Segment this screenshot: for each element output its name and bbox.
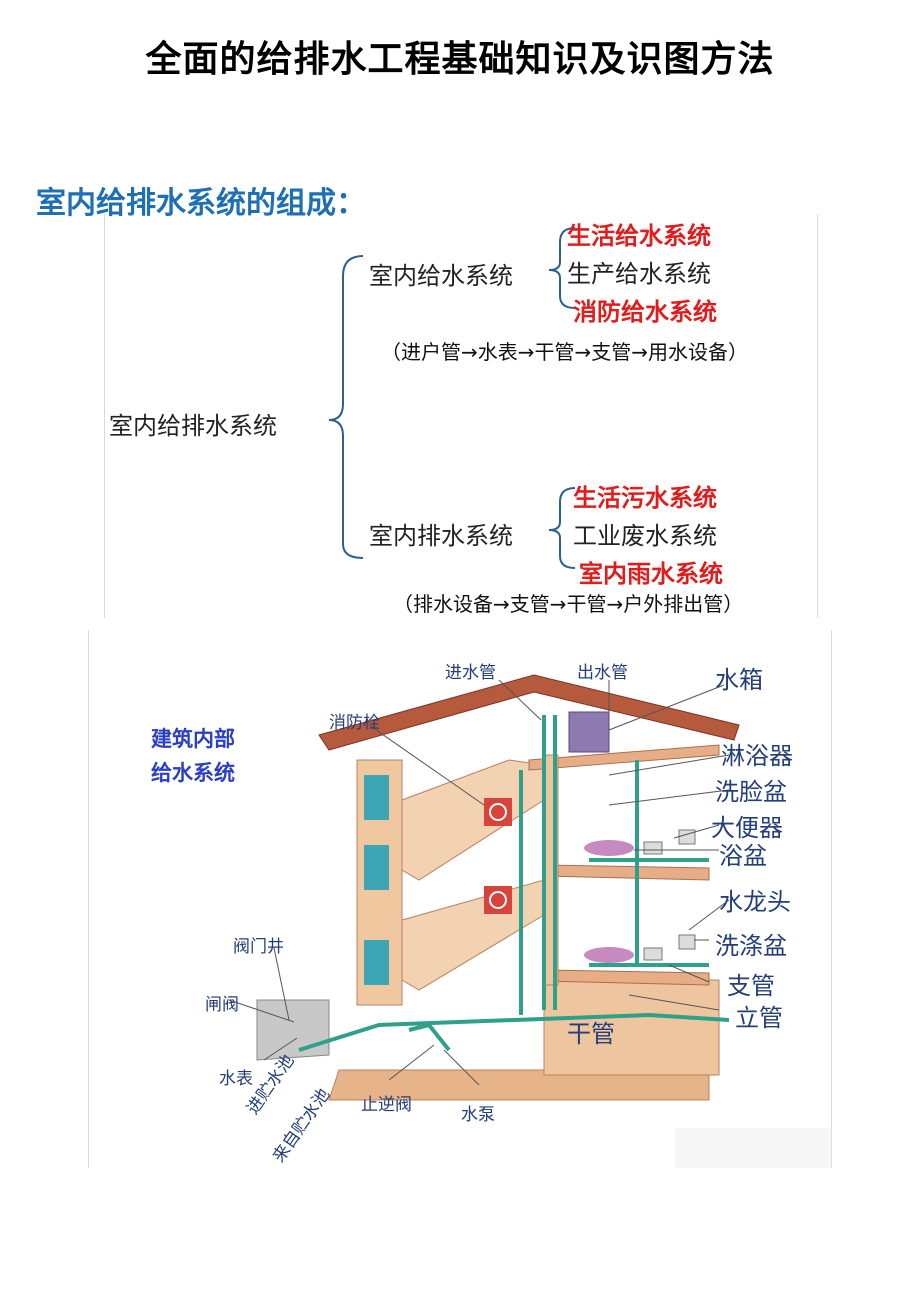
sink-upper	[678, 829, 696, 845]
label-valve-well: 阀门井	[233, 937, 284, 957]
drainage-brace	[548, 487, 576, 569]
toilet-upper	[643, 841, 663, 855]
label-bathtub: 浴盆	[719, 842, 767, 870]
label-inlet-pipe: 进水管	[445, 663, 496, 683]
label-washbasin: 洗脸盆	[715, 778, 787, 806]
diagram-title-line2: 给水系统	[151, 760, 235, 785]
roof	[318, 674, 740, 751]
root-brace	[328, 255, 364, 559]
label-pump: 水泵	[461, 1105, 495, 1125]
toilet-lower	[643, 947, 663, 961]
document-title: 全面的给排水工程基础知识及识图方法	[145, 39, 775, 80]
supply-brace	[548, 227, 576, 309]
building-illustration	[228, 674, 740, 1101]
diagram-title-line1: 建筑内部	[151, 726, 235, 751]
drainage-system: 室内排水系统	[369, 522, 513, 550]
sink-lower	[678, 934, 696, 950]
supply-system: 室内给水系统	[369, 262, 513, 290]
supply-item-production: 生产给水系统	[567, 260, 711, 288]
floor-top	[528, 744, 720, 771]
composition-tree: 室内给排水系统 室内给水系统 生活给水系统 生产给水系统 消防给水系统 （进户管…	[104, 214, 818, 618]
tree-root: 室内给排水系统	[109, 412, 277, 440]
section-heading: 室内给排水系统的组成：	[36, 186, 366, 221]
valve-well-box	[256, 999, 330, 1061]
label-faucet: 水龙头	[719, 888, 791, 916]
label-water-meter: 水表	[219, 1069, 253, 1089]
tank-body	[568, 711, 610, 753]
tub-upper	[584, 840, 634, 856]
drainage-item-sewage: 生活污水系统	[573, 484, 717, 512]
tub-lower	[584, 947, 634, 963]
label-sink: 洗涤盆	[715, 932, 787, 960]
supply-item-domestic: 生活给水系统	[567, 222, 711, 250]
label-outlet-pipe: 出水管	[577, 663, 628, 683]
window-2	[364, 845, 389, 890]
tree-brackets	[328, 227, 576, 569]
label-main-pipe: 干管	[567, 1020, 615, 1048]
drainage-item-rain: 室内雨水系统	[579, 560, 723, 588]
label-fire-hydrant: 消防栓	[329, 713, 380, 733]
supply-flow: （进户管→水表→干管→支管→用水设备）	[381, 340, 749, 364]
label-water-tank: 水箱	[715, 666, 763, 694]
diagram-corner-patch	[675, 1128, 831, 1168]
label-gate-valve: 闸阀	[205, 995, 239, 1015]
hydrant-box-1	[484, 798, 512, 826]
window-3	[364, 940, 389, 985]
supply-item-fire: 消防给水系统	[573, 298, 717, 326]
label-shower: 淋浴器	[721, 742, 793, 770]
label-toilet: 大便器	[711, 814, 783, 842]
floor-mid	[543, 864, 710, 881]
label-branch-pipe: 支管	[727, 972, 775, 1000]
window-1	[364, 775, 389, 820]
label-check-valve: 止逆阀	[361, 1095, 412, 1115]
hydrant-box-2	[484, 886, 512, 914]
water-supply-diagram: 建筑内部 给水系统 进水管 出水管 水箱 消防栓 淋浴器 洗脸盆 大便器 浴盆 …	[88, 630, 832, 1168]
drainage-item-industrial: 工业废水系统	[573, 522, 717, 550]
drainage-flow: （排水设备→支管→干管→户外排出管）	[393, 592, 744, 616]
label-riser: 立管	[735, 1004, 783, 1032]
